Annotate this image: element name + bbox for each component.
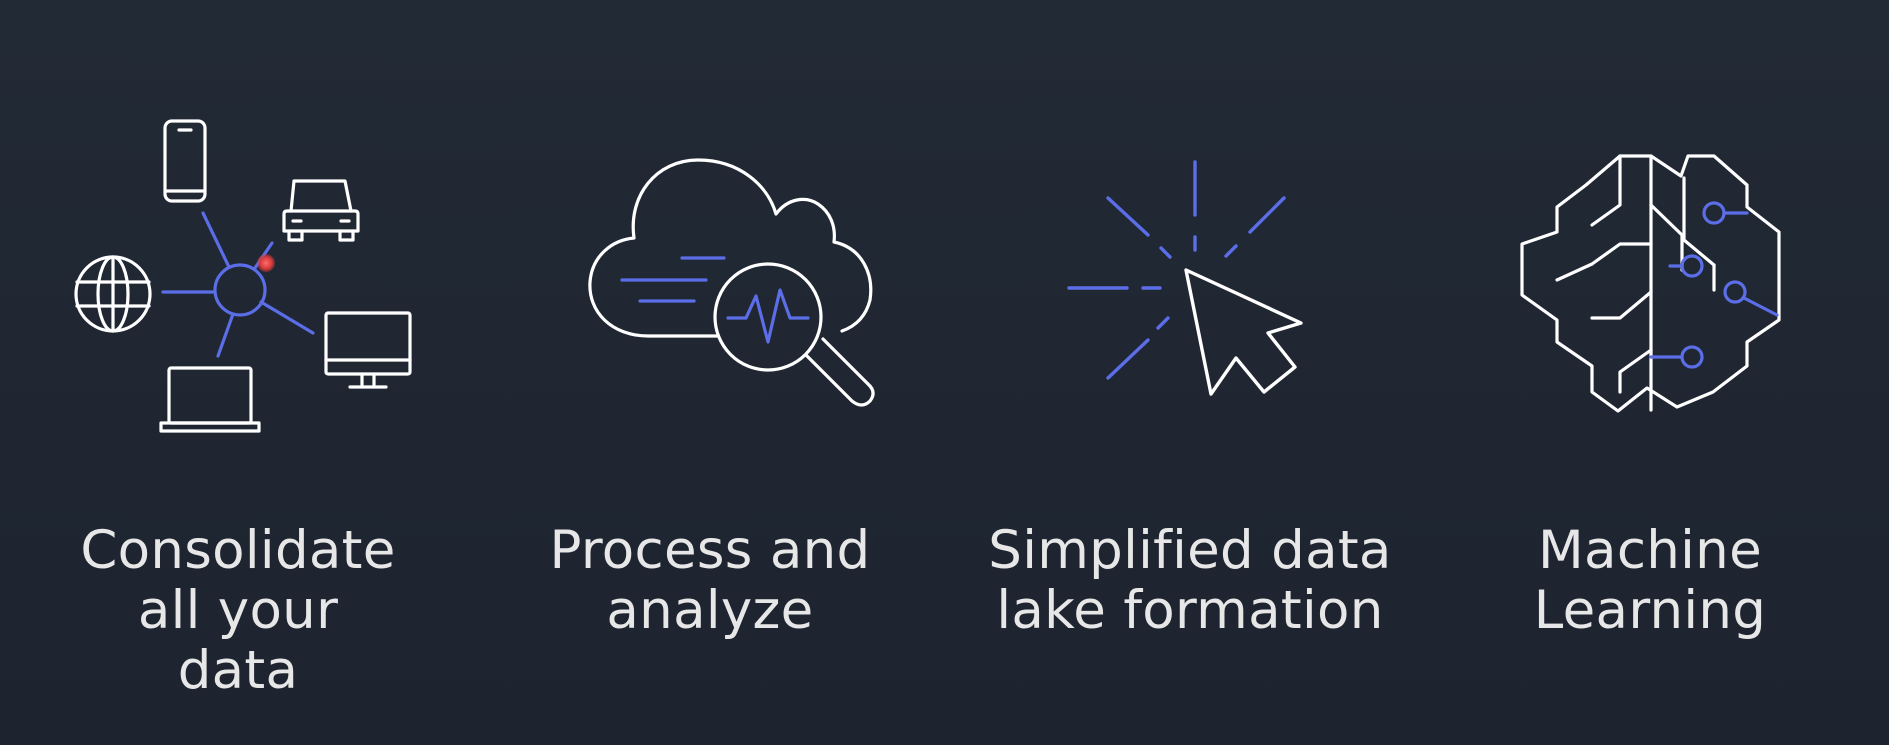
feature-lake-label: Simplified data lake formation <box>980 521 1400 641</box>
label-line: data <box>177 640 299 701</box>
label-line: Learning <box>1533 580 1767 641</box>
feature-ml-label: Machine Learning <box>1440 521 1860 641</box>
data-sources-hub-icon <box>74 119 412 433</box>
pointer-dot-icon <box>257 254 275 272</box>
label-line: Consolidate <box>80 520 396 581</box>
feature-process-label: Process and analyze <box>500 521 920 641</box>
feature-consolidate-label: Consolidate all your data <box>28 521 448 701</box>
label-line: lake formation <box>996 580 1384 641</box>
label-line: Simplified data <box>988 520 1392 581</box>
label-line: Process and <box>549 520 871 581</box>
label-line: all your <box>137 580 339 641</box>
label-line: analyze <box>606 580 814 641</box>
label-line: Machine <box>1538 520 1762 581</box>
cloud-analytics-icon <box>588 158 875 407</box>
brain-circuit-icon <box>1520 154 1781 413</box>
cursor-click-icon <box>1067 160 1303 396</box>
